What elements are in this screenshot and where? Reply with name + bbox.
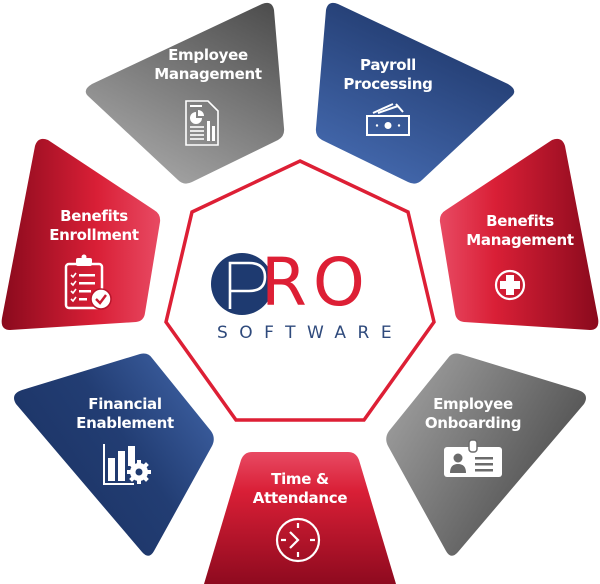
segment-benefits-management[interactable] (439, 138, 599, 330)
id-badge-icon (444, 439, 502, 477)
logo-software-text: SOFTWARE (217, 323, 404, 343)
clock-icon (275, 517, 321, 563)
clipboard-check-icon (64, 254, 112, 310)
logo-p-glyph (228, 261, 267, 309)
label-benefits-enrollment: Benefits Enrollment (49, 207, 139, 244)
chart-gear-icon (103, 444, 151, 485)
pro-software-logo: RO SOFTWARE (205, 243, 395, 353)
logo-ro-text: RO (261, 244, 371, 321)
segment-employee-management[interactable] (85, 2, 285, 184)
segment-payroll-processing[interactable] (315, 2, 515, 184)
label-financial-enablement: Financial Enablement (76, 395, 174, 432)
cash-bill-icon (366, 103, 410, 136)
label-employee-onboarding: Employee Onboarding (424, 395, 522, 432)
medical-cross-icon (494, 269, 526, 301)
segment-benefits-enrollment[interactable] (1, 138, 161, 330)
report-document-icon (185, 100, 219, 146)
logo-p-circle (211, 253, 273, 315)
label-time-attendance: Time & Attendance (252, 470, 348, 507)
label-employee-management: Employee Management (154, 46, 262, 83)
segment-financial-enablement[interactable] (14, 353, 214, 556)
label-payroll-processing: Payroll Processing (343, 56, 433, 93)
label-benefits-management: Benefits Management (466, 212, 574, 249)
center-heptagon-ring (164, 159, 436, 422)
